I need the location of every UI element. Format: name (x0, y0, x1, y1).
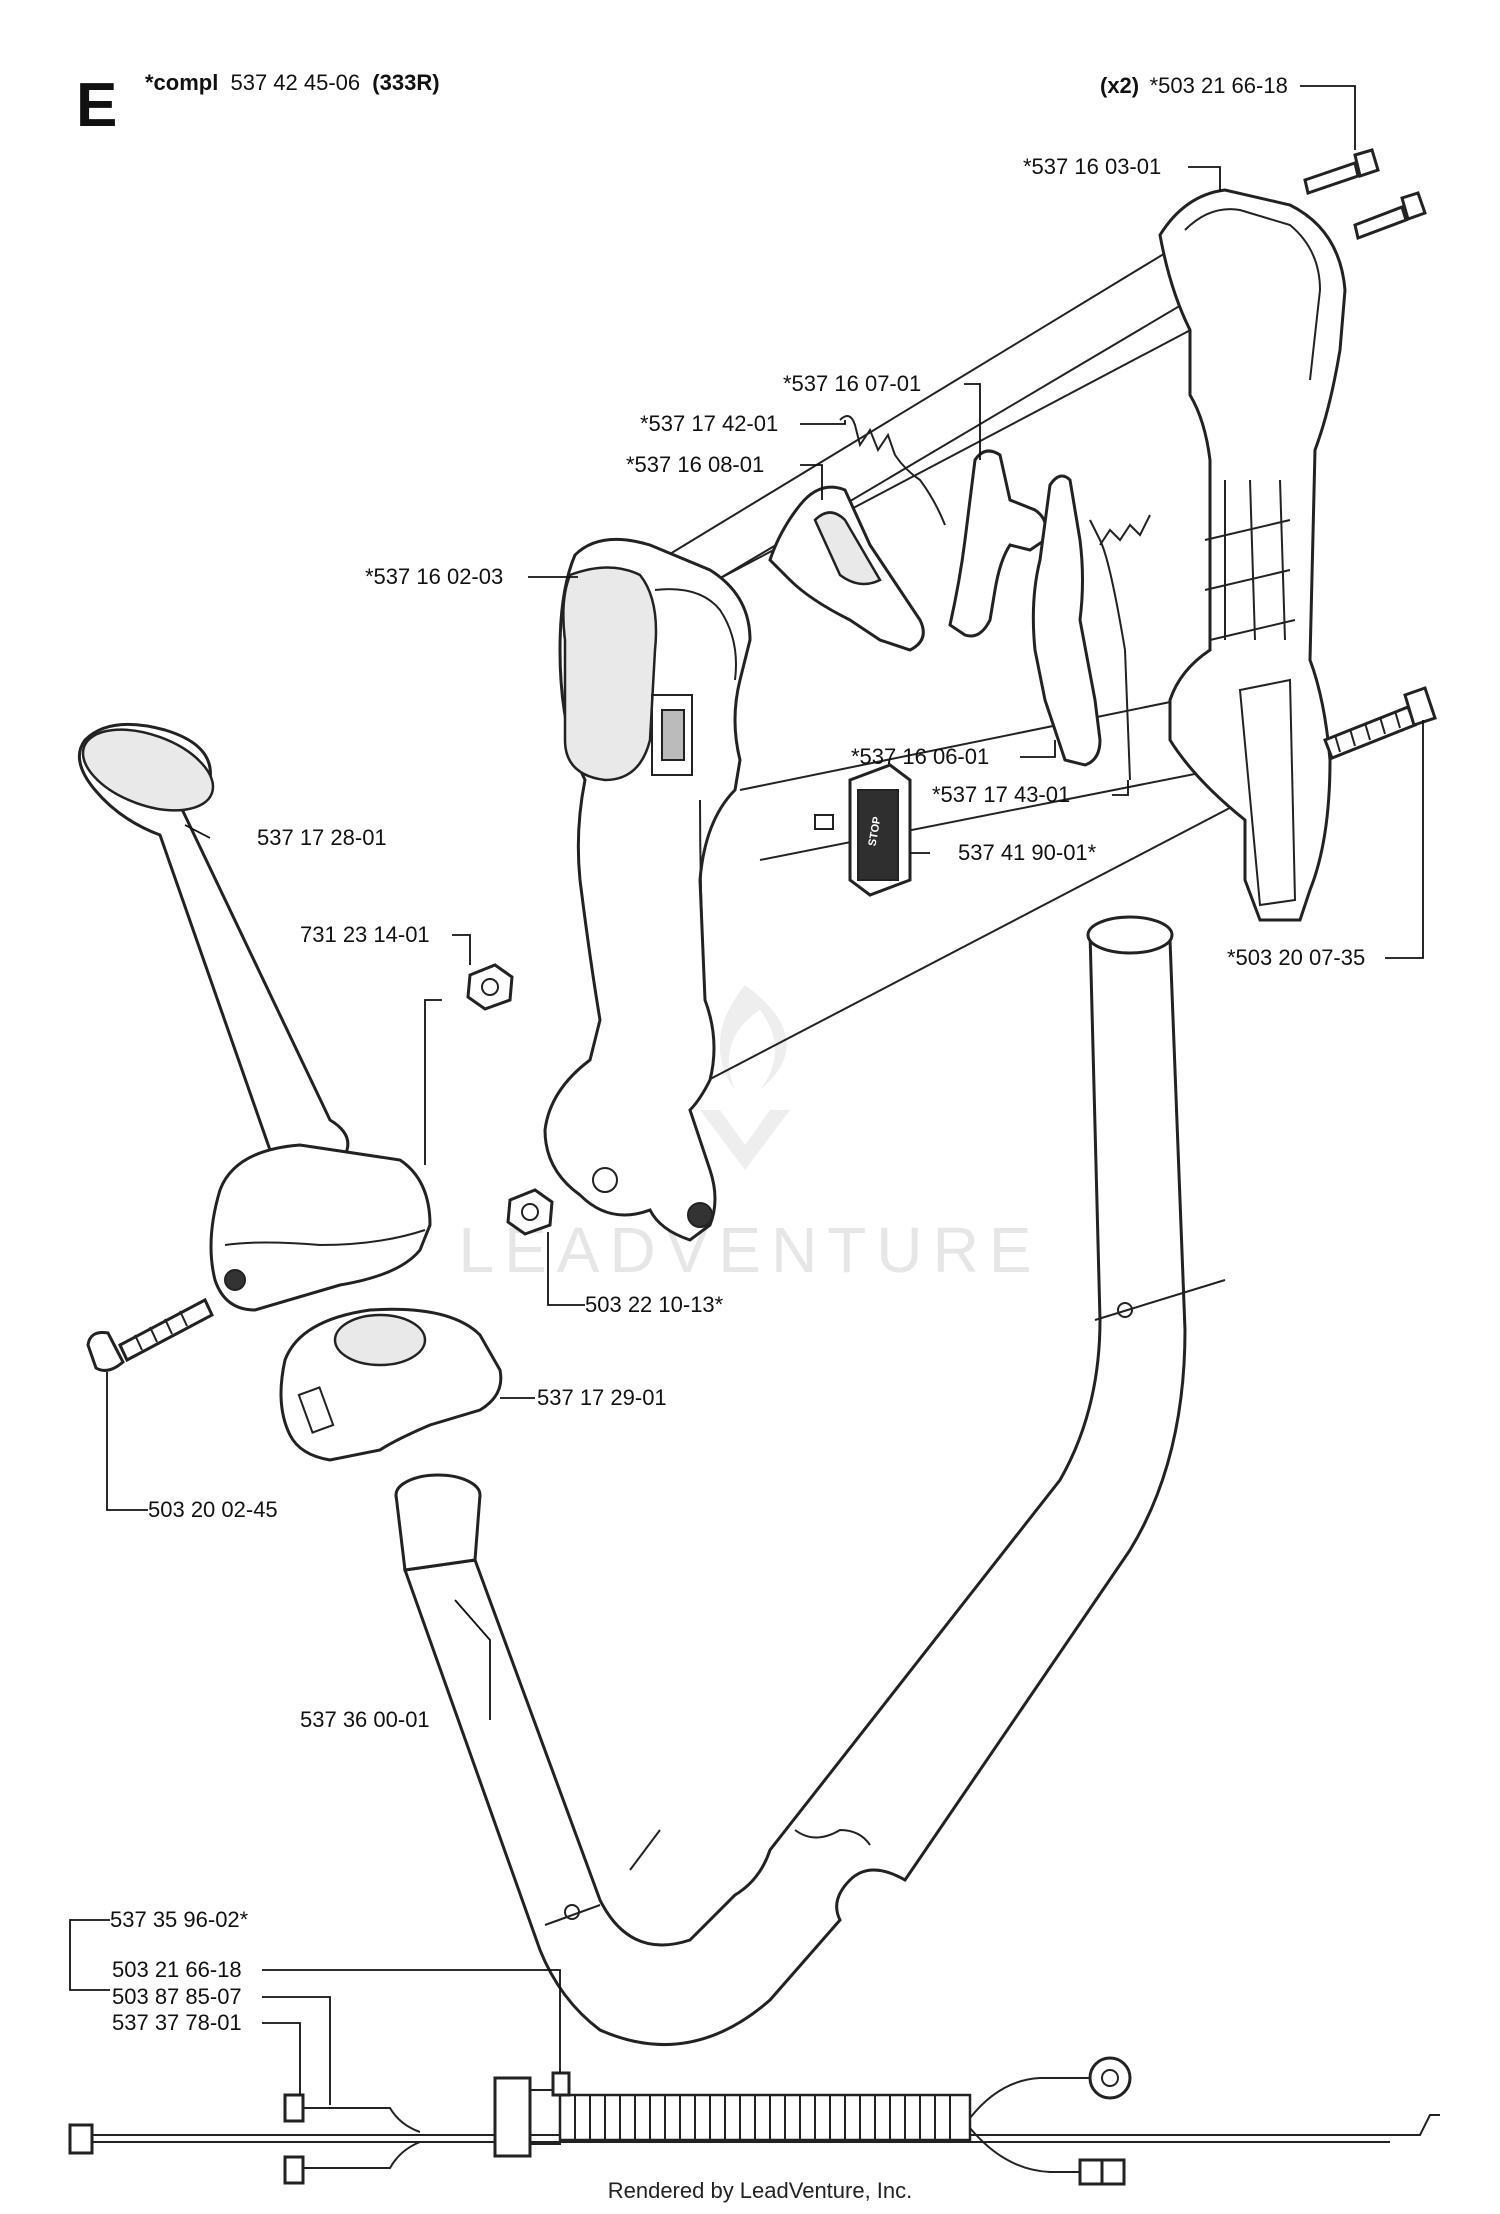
label-spring-trigger: *537 17 43-01 (932, 782, 1070, 807)
label-spring-small: *537 17 42-01 (640, 411, 778, 436)
compl-prefix: *compl (145, 70, 218, 95)
label-stop-switch: 537 41 90-01* (958, 840, 1097, 865)
rear-handle-assembly: STOP (506, 148, 1437, 1242)
compl-title: *compl 537 42 45-06 (333R) (145, 70, 440, 95)
flame-logo-icon (719, 985, 787, 1090)
cable-screw (551, 2071, 571, 2097)
watermark: LEADVENTURE (459, 985, 1042, 1286)
label-grip-left: 537 17 28-01 (257, 825, 387, 850)
compl-model: (333R) (372, 70, 439, 95)
label-cable-part3: 537 37 78-01 (112, 2010, 242, 2035)
label-screw-top-number: *503 21 66-18 (1150, 73, 1288, 98)
screw-top-1 (1303, 148, 1380, 195)
label-throttle-trigger: *537 16 07-01 (783, 371, 921, 396)
wire-connector-1 (1078, 2158, 1104, 2186)
cable-connector-1 (283, 2093, 305, 2123)
label-screw-long: *503 20 07-35 (1227, 945, 1365, 970)
screw-long-right (1323, 686, 1437, 760)
cable-coil (558, 2093, 972, 2142)
ring-terminal (1088, 2056, 1132, 2100)
left-grip-assembly (77, 722, 514, 1462)
label-screw-left: 503 20 02-45 (148, 1497, 278, 1522)
v-logo-icon (700, 1110, 790, 1170)
stop-switch-text: STOP (867, 816, 884, 847)
leader-lines (69, 85, 1424, 2105)
label-handle-half-right: *537 16 03-01 (1023, 154, 1161, 179)
label-clamp: 537 17 29-01 (537, 1385, 667, 1410)
grip-block (209, 1143, 432, 1312)
label-cable-assy: 537 35 96-02* (110, 1907, 249, 1932)
handlebar (394, 915, 1226, 2047)
label-nut-right: 503 22 10-13* (585, 1292, 724, 1317)
cable-adjuster (493, 2076, 532, 2158)
spring-small (839, 415, 946, 526)
wire-connector-2 (1100, 2158, 1126, 2186)
label-screw-top: (x2) *503 21 66-18 (1100, 73, 1288, 98)
handlebar-top-end (1086, 915, 1174, 955)
label-trigger-lever: *537 16 06-01 (851, 744, 989, 769)
throttle-cable (68, 2056, 1440, 2186)
trigger-lever (1031, 474, 1102, 767)
nut-left (466, 963, 514, 1011)
footer-credit: Rendered by LeadVenture, Inc. (608, 2178, 913, 2203)
label-cable-part2: 503 87 85-07 (112, 1984, 242, 2009)
throttle-trigger (948, 449, 1048, 638)
label-screw-top-qty: (x2) (1100, 73, 1139, 98)
screw-left (86, 1297, 214, 1372)
watermark-text: LEADVENTURE (459, 1214, 1042, 1286)
cable-end-left (68, 2123, 94, 2155)
label-nut-left: 731 23 14-01 (300, 922, 430, 947)
nut-right (506, 1188, 554, 1236)
cable-connector-2 (283, 2155, 305, 2185)
label-lockout: *537 16 08-01 (626, 452, 764, 477)
compl-number: 537 42 45-06 (230, 70, 360, 95)
section-letter: E (76, 71, 117, 140)
screw-top-2 (1353, 191, 1427, 241)
label-cable-screw: 503 21 66-18 (112, 1957, 242, 1982)
label-handlebar: 537 36 00-01 (300, 1707, 430, 1732)
label-handle-half-left: *537 16 02-03 (365, 564, 503, 589)
